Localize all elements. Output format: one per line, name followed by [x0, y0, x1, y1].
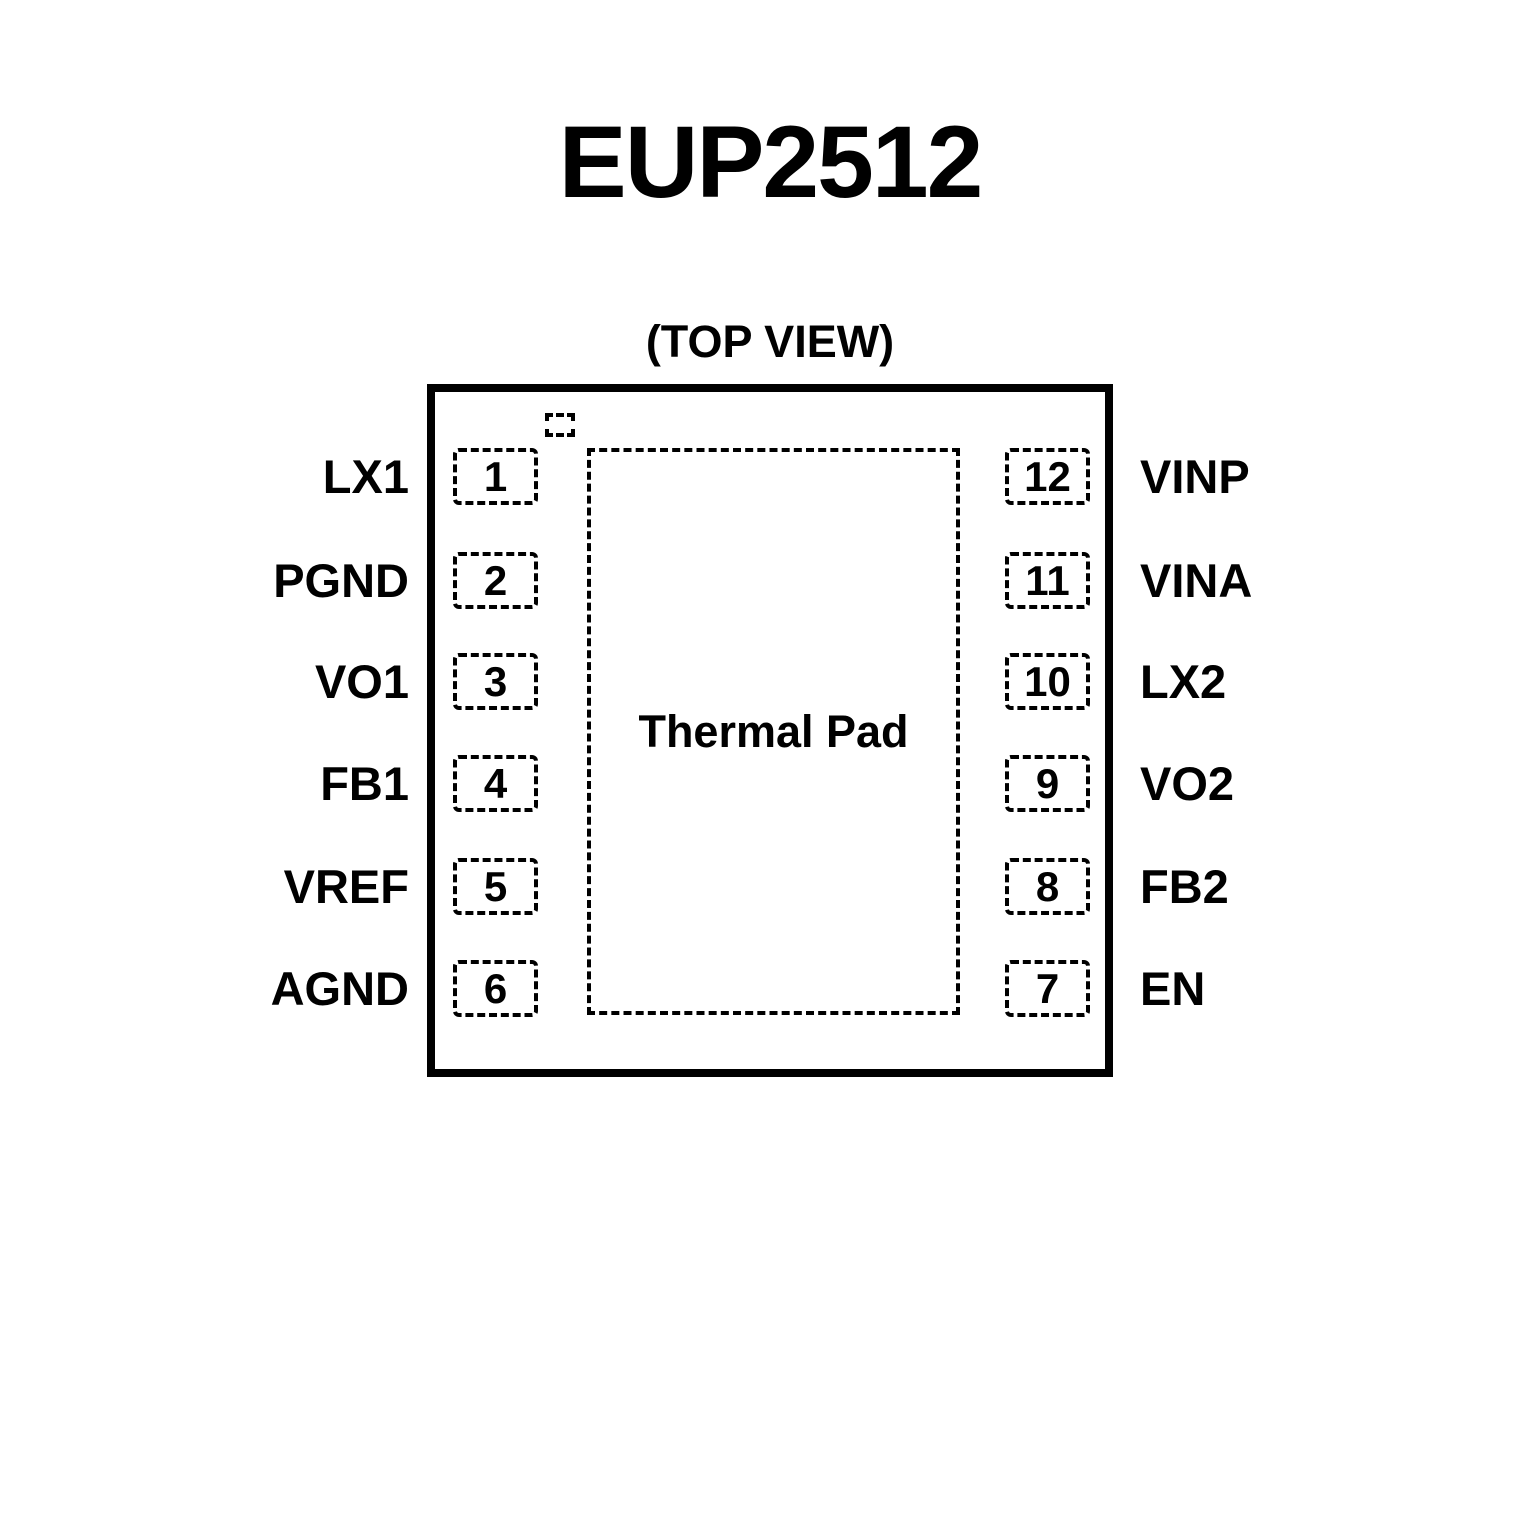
pin-pad-1: 1	[453, 448, 538, 505]
pin-name-label-agnd: AGND	[270, 962, 409, 1015]
pin-pad-9: 9	[1005, 755, 1090, 812]
pin-name-label-pgnd: PGND	[273, 554, 409, 607]
view-orientation-label: (TOP VIEW)	[645, 316, 895, 367]
pin-name-label-vina: VINA	[1140, 554, 1253, 607]
chip-title: EUP2512	[558, 105, 984, 219]
pin-pad-2: 2	[453, 552, 538, 609]
pin-name-label-vo1: VO1	[314, 655, 409, 708]
pin-name-label-en: EN	[1140, 962, 1206, 1015]
pin-pad-5: 5	[453, 858, 538, 915]
pin-pad-7: 7	[1005, 960, 1090, 1017]
pin-name-label-lx2: LX2	[1140, 655, 1227, 708]
pin-name-label-fb2: FB2	[1140, 860, 1229, 913]
pin-name-label-fb1: FB1	[320, 757, 409, 810]
pin-name-label-vinp: VINP	[1140, 450, 1250, 503]
pin1-indicator-icon	[545, 413, 575, 437]
pin-pad-6: 6	[453, 960, 538, 1017]
pin-pad-10: 10	[1005, 653, 1090, 710]
pin-pad-12: 12	[1005, 448, 1090, 505]
chip-package-outline: Thermal Pad 1 2 3 4 5 6 12 11 10 9 8 7	[427, 384, 1113, 1077]
pin-name-label-lx1: LX1	[322, 450, 409, 503]
thermal-pad-label: Thermal Pad	[638, 705, 909, 757]
pin-pad-11: 11	[1005, 552, 1090, 609]
pin-pad-4: 4	[453, 755, 538, 812]
pin-pad-8: 8	[1005, 858, 1090, 915]
pin-name-label-vref: VREF	[283, 860, 409, 913]
pin-name-label-vo2: VO2	[1140, 757, 1235, 810]
pin-pad-3: 3	[453, 653, 538, 710]
thermal-pad: Thermal Pad	[587, 448, 960, 1015]
